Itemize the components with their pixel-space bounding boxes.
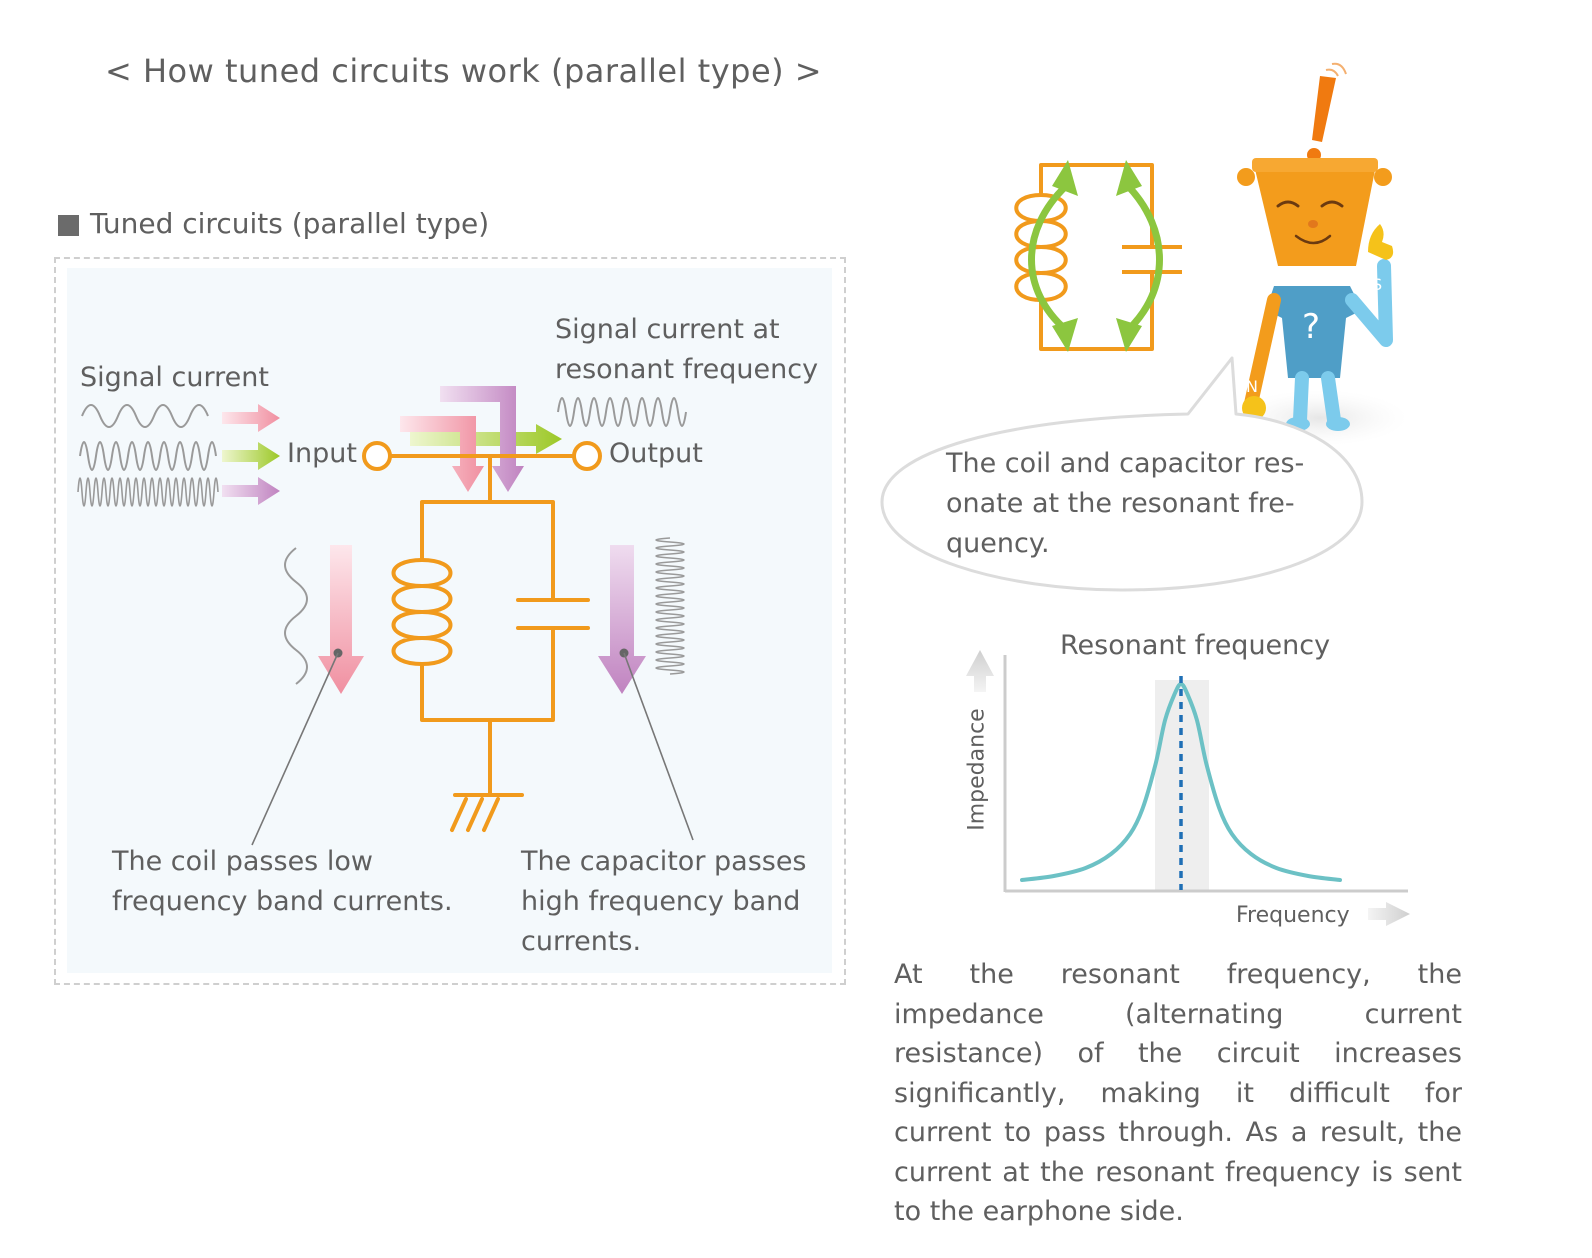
y-axis-label: Impedance bbox=[964, 708, 990, 831]
high-frequency-wave bbox=[77, 477, 219, 507]
capacitor-note: The capacitor passes high frequency band… bbox=[521, 846, 807, 957]
tank-loop bbox=[420, 500, 555, 722]
pink-bend-arrow bbox=[400, 416, 484, 492]
x-axis-arrow-icon bbox=[1368, 902, 1410, 926]
purple-input-arrow bbox=[222, 477, 280, 505]
resonant-signal-label: Signal current at resonant frequency bbox=[555, 314, 819, 385]
diagram-frame bbox=[54, 257, 846, 985]
speech-bubble-text: The coil and capacitor res-onate at the … bbox=[946, 448, 1305, 559]
signal-current-label: Signal current bbox=[80, 362, 269, 393]
low-frequency-wave bbox=[81, 404, 209, 428]
svg-text:N: N bbox=[1246, 377, 1258, 396]
page-title: < How tuned circuits work (parallel type… bbox=[105, 52, 823, 90]
svg-text:?: ? bbox=[1302, 307, 1320, 347]
green-through-arrow bbox=[410, 424, 562, 454]
svg-text:S: S bbox=[1372, 275, 1382, 294]
section-marker-square bbox=[58, 215, 79, 236]
impedance-curve bbox=[1020, 682, 1342, 882]
coil-symbol bbox=[391, 558, 453, 666]
input-label: Input bbox=[287, 438, 357, 469]
section-title: Tuned circuits (parallel type) bbox=[90, 207, 490, 240]
coil-note-leader bbox=[251, 652, 339, 846]
cap-note-leader bbox=[623, 652, 694, 841]
pink-down-arrow bbox=[318, 545, 364, 694]
x-axis-label: Frequency bbox=[1236, 903, 1350, 928]
purple-bend-arrow bbox=[440, 386, 524, 492]
resonance-arrows bbox=[1028, 182, 1163, 334]
output-label: Output bbox=[609, 438, 703, 469]
pink-capacitor-arrow bbox=[598, 545, 646, 694]
pink-input-arrow bbox=[222, 404, 280, 432]
coil-low-wave bbox=[284, 547, 308, 685]
coil-note: The coil passes low frequency band curre… bbox=[112, 846, 453, 917]
resonant-output-wave bbox=[557, 397, 687, 427]
mid-frequency-wave bbox=[79, 441, 217, 471]
y-axis-arrow-icon bbox=[966, 650, 994, 692]
cap-high-wave bbox=[655, 537, 685, 675]
description-text: At the resonant frequency, the impedance… bbox=[894, 959, 1462, 1227]
speech-bubble bbox=[880, 356, 1364, 592]
input-arrows bbox=[222, 404, 280, 505]
chart-title: Resonant frequency bbox=[1060, 630, 1331, 661]
green-input-arrow bbox=[222, 442, 280, 470]
mascot-character: ? N S bbox=[1232, 62, 1408, 446]
